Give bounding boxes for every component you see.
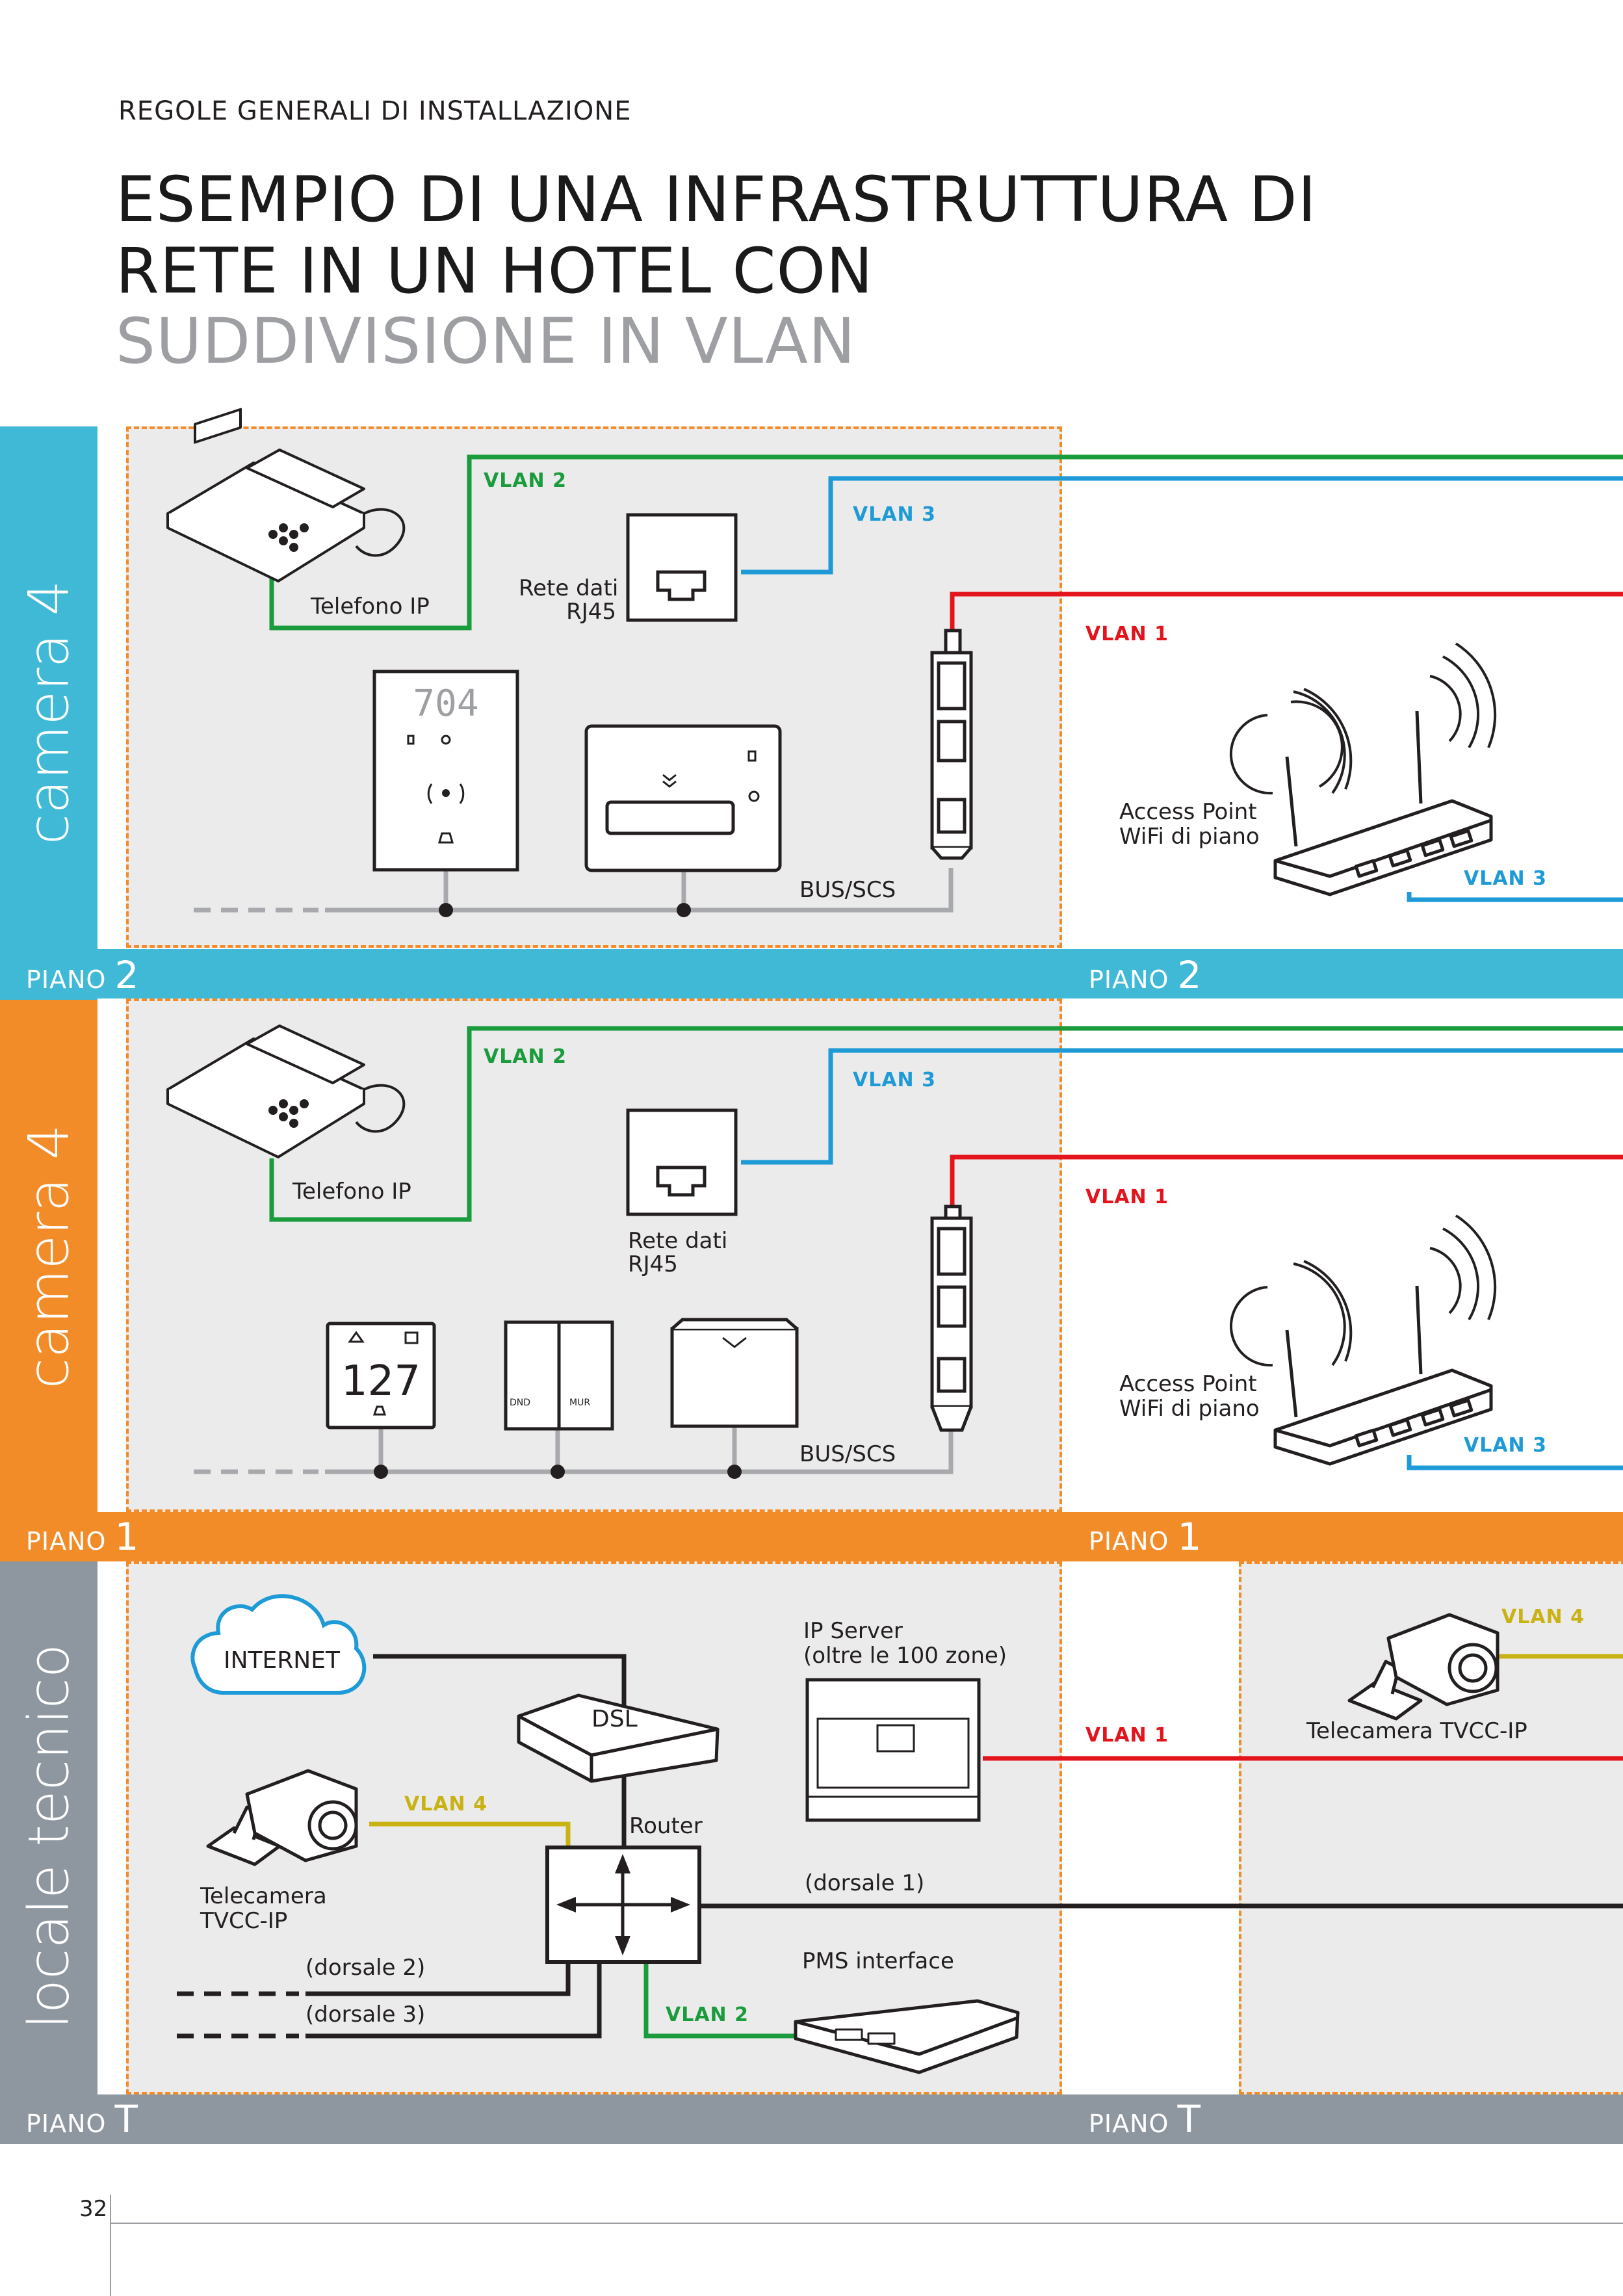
label-access-point-p2: Access Point	[1119, 799, 1257, 825]
floor-label-piano-1-right: PIANO 1	[1089, 1515, 1202, 1559]
vlan2-label-p2: VLAN 2	[484, 469, 567, 492]
ip-phone-icon	[166, 408, 406, 582]
router-icon	[545, 1846, 701, 1964]
bus-line-p2	[325, 868, 954, 913]
room-number-704: 704	[413, 683, 479, 725]
vlan2-label-p1: VLAN 2	[484, 1045, 567, 1068]
dorsale2-line	[305, 1963, 571, 1996]
cctv-camera-icon-left	[206, 1769, 358, 1866]
label-dorsale-2: (dorsale 2)	[305, 1955, 426, 1981]
vlan3-cable-p2	[741, 476, 1623, 575]
label-ip-server-zones: (oltre le 100 zone)	[803, 1643, 1007, 1669]
vlan2-label-pms: VLAN 2	[666, 2003, 749, 2026]
section-heading: REGOLE GENERALI DI INSTALLAZIONE	[118, 96, 632, 126]
label-telefono-ip-p2: Telefono IP	[311, 594, 430, 620]
label-pms-interface: PMS interface	[802, 1948, 954, 1974]
vlan3-ap-cable-p1	[1407, 1455, 1623, 1470]
floor-label-piano-t-left: PIANO T	[26, 2097, 138, 2141]
label-router: Router	[629, 1813, 703, 1839]
din-module-p2	[930, 629, 973, 860]
vlan2-cable-pms	[643, 1963, 796, 2039]
vlan4-cable-left	[369, 1821, 571, 1847]
ip-phone-icon-p1	[166, 1024, 406, 1158]
label-dorsale-3: (dorsale 3)	[305, 2002, 426, 2028]
label-bus-scs-p2: BUS/SCS	[799, 877, 896, 903]
vlan1-label-p1: VLAN 1	[1085, 1186, 1169, 1208]
card-pocket-icon	[584, 724, 782, 872]
label-telefono-ip-p1: Telefono IP	[292, 1179, 411, 1205]
label-telecamera-right: Telecamera TVCC-IP	[1306, 1718, 1527, 1744]
room-number-127: 127	[341, 1357, 421, 1405]
room-keypad-704	[372, 670, 519, 872]
internet-to-dsl	[373, 1654, 627, 1710]
label-access-point-p1: Access Point	[1119, 1371, 1257, 1397]
vlan3-ap-label-p1: VLAN 3	[1464, 1434, 1547, 1457]
vlan2-cable-p2	[269, 454, 1623, 631]
cctv-camera-icon-right	[1347, 1613, 1500, 1721]
vlan3-label-p2: VLAN 3	[853, 503, 936, 526]
vlan4-label-right: VLAN 4	[1501, 1606, 1585, 1628]
label-rj45-p2: RJ45	[566, 599, 616, 625]
label-telecamera-left: Telecamera	[200, 1883, 327, 1909]
vlan3-ap-label-p2: VLAN 3	[1464, 867, 1547, 890]
label-internet: INTERNET	[224, 1647, 340, 1674]
vlan1-label-pt: VLAN 1	[1085, 1724, 1169, 1747]
access-point-icon-p1	[1229, 1214, 1497, 1466]
ip-server-icon	[805, 1678, 981, 1822]
access-point-icon-p2	[1229, 642, 1497, 896]
dorsale3-line	[305, 1963, 602, 2039]
page-title-line-2: RETE IN UN HOTEL CON	[116, 235, 874, 307]
page-title-line-1: ESEMPIO DI UNA INFRASTRUTTURA DI	[116, 163, 1317, 236]
floor-label-piano-2-right: PIANO 2	[1089, 953, 1202, 997]
label-rete-dati-p1: Rete dati	[628, 1228, 728, 1254]
label-dsl: DSL	[591, 1706, 638, 1732]
room-panel-127	[326, 1322, 436, 1429]
side-bar-piano-1	[0, 1000, 97, 1561]
page-title-line-3: SUDDIVISIONE IN VLAN	[116, 305, 856, 378]
label-tvcc-ip-left: TVCC-IP	[200, 1908, 288, 1934]
dnd-label: DND	[510, 1398, 531, 1408]
label-rj45-p1: RJ45	[628, 1251, 678, 1277]
vlan3-label-p1: VLAN 3	[853, 1069, 936, 1091]
label-dorsale-1: (dorsale 1)	[805, 1870, 925, 1896]
label-wifi-piano-p1: WiFi di piano	[1119, 1396, 1260, 1422]
side-bar-piano-t	[0, 1560, 97, 2142]
vlan2-cable-p1	[269, 1026, 1623, 1222]
rj45-socket-icon-p1	[626, 1108, 738, 1216]
floor-label-piano-t-right: PIANO T	[1089, 2097, 1201, 2141]
bus-line-p1	[325, 1430, 954, 1474]
rj45-socket-icon	[626, 513, 738, 622]
floor-band-piano-2	[0, 949, 1623, 998]
vlan1-cable-p1	[950, 1155, 1623, 1214]
floor-band-piano-t	[0, 2094, 1623, 2144]
vlan3-cable-p1	[741, 1048, 1623, 1165]
internet-cloud-icon	[190, 1594, 367, 1695]
label-bus-scs-p1: BUS/SCS	[799, 1441, 896, 1467]
vlan1-label-p2: VLAN 1	[1085, 623, 1169, 646]
dsl-modem-icon	[517, 1693, 720, 1783]
floor-label-piano-2-left: PIANO 2	[26, 953, 140, 997]
page-number: 32	[79, 2196, 108, 2222]
pms-interface-icon	[794, 1999, 1020, 2074]
din-module-p1	[930, 1205, 973, 1432]
vlan4-label-left: VLAN 4	[404, 1793, 487, 1816]
floor-label-piano-1-left: PIANO 1	[26, 1515, 140, 1559]
mur-label: MUR	[569, 1398, 591, 1408]
label-wifi-piano-p2: WiFi di piano	[1119, 824, 1260, 850]
dnd-mur-switch	[504, 1320, 614, 1431]
floor-band-piano-1	[0, 1512, 1623, 1561]
label-ip-server: IP Server	[803, 1618, 903, 1644]
card-reader-icon	[670, 1318, 799, 1428]
label-rete-dati-p2: Rete dati	[519, 575, 619, 601]
vlan3-ap-cable-p2	[1407, 892, 1623, 902]
vlan1-cable-p2	[950, 592, 1623, 631]
